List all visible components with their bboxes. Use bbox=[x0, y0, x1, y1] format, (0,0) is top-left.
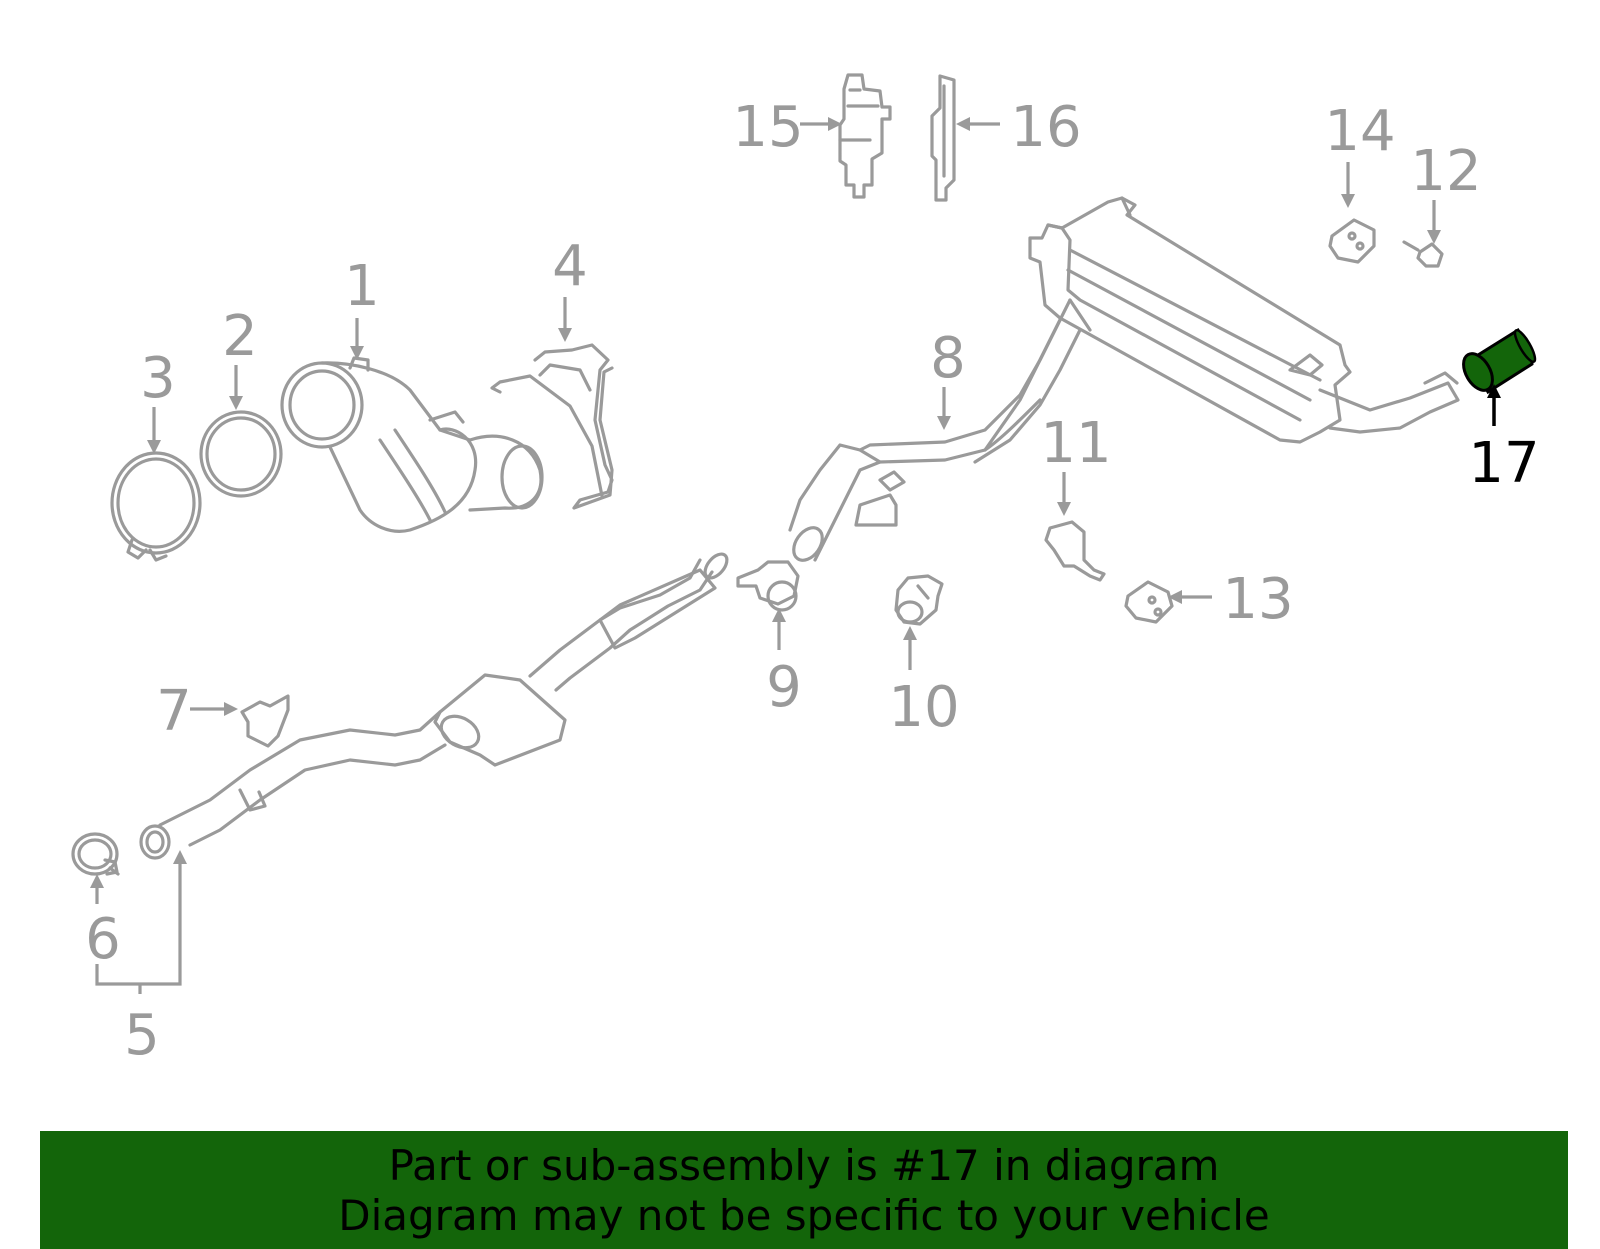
callout-17: 17 bbox=[1468, 431, 1539, 496]
part-15-actuator[interactable] bbox=[838, 73, 892, 199]
part-6-clamp[interactable] bbox=[71, 832, 120, 876]
part-3-clamp[interactable] bbox=[110, 451, 202, 562]
banner-line-2: Diagram may not be specific to your vehi… bbox=[338, 1191, 1270, 1240]
part-17-exhaust-tip[interactable] bbox=[1458, 327, 1539, 395]
callout-labels: 1 2 3 4 5 6 7 8 9 10 11 12 13 14 15 16 1… bbox=[85, 95, 1539, 1068]
callout-5: 5 bbox=[124, 1003, 160, 1068]
part-4-heat-shield[interactable] bbox=[490, 343, 614, 510]
callout-3: 3 bbox=[140, 346, 176, 411]
callout-14: 14 bbox=[1324, 99, 1395, 164]
callout-10: 10 bbox=[888, 675, 959, 740]
banner-line-1: Part or sub-assembly is #17 in diagram bbox=[388, 1141, 1220, 1190]
callout-2: 2 bbox=[222, 304, 258, 369]
callout-7: 7 bbox=[156, 679, 192, 744]
part-11-hanger-bracket[interactable] bbox=[1044, 520, 1106, 582]
callout-16: 16 bbox=[1010, 95, 1081, 160]
part-12-bolt[interactable] bbox=[1402, 240, 1444, 268]
callout-11: 11 bbox=[1040, 411, 1111, 476]
part-16-bracket[interactable] bbox=[930, 74, 956, 202]
callout-6: 6 bbox=[85, 907, 121, 972]
info-banner: Part or sub-assembly is #17 in diagram D… bbox=[40, 1131, 1568, 1249]
leader-arrows bbox=[90, 117, 1501, 994]
part-7-bracket[interactable] bbox=[240, 694, 290, 748]
part-13-isolator-mount[interactable] bbox=[1124, 580, 1174, 624]
callout-8: 8 bbox=[930, 326, 966, 391]
part-2-gasket[interactable] bbox=[199, 410, 283, 498]
part-14-isolator-mount[interactable] bbox=[1328, 218, 1376, 264]
callout-4: 4 bbox=[552, 234, 588, 299]
part-5-front-pipe[interactable] bbox=[139, 550, 731, 860]
callout-15: 15 bbox=[732, 95, 803, 160]
callout-12: 12 bbox=[1410, 139, 1481, 204]
callout-13: 13 bbox=[1222, 567, 1293, 632]
callout-9: 9 bbox=[766, 655, 802, 720]
part-10-isolator[interactable] bbox=[894, 574, 944, 626]
part-1-catalytic-converter[interactable] bbox=[280, 356, 544, 533]
rear-muffler[interactable] bbox=[1028, 196, 1460, 444]
callout-1: 1 bbox=[344, 254, 380, 319]
part-9-hanger[interactable] bbox=[736, 560, 800, 612]
part-8-intermediate-pipe[interactable] bbox=[788, 298, 1092, 566]
